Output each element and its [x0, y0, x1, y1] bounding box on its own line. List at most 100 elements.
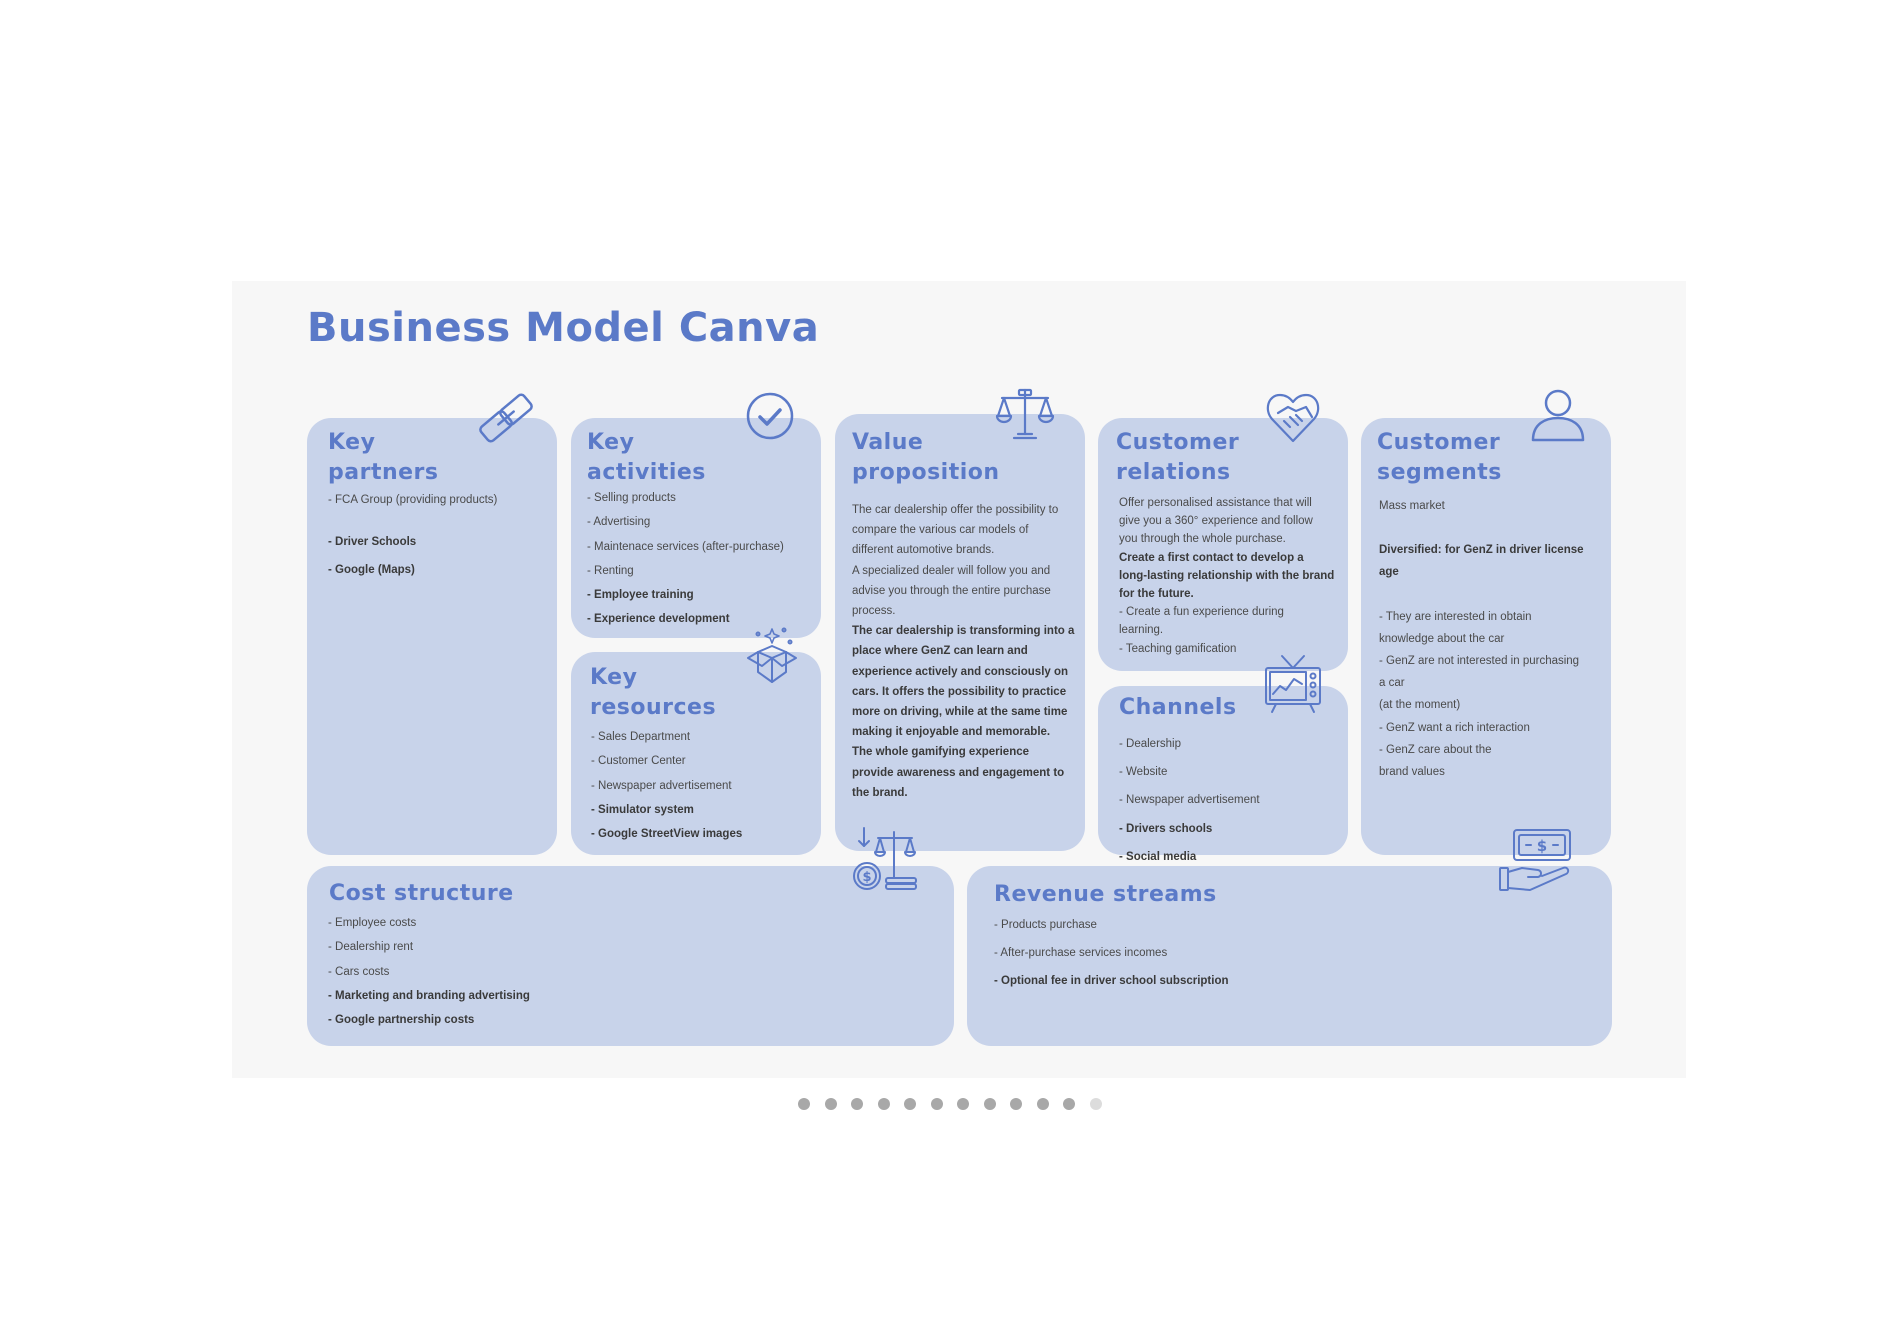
value-proposition-heading: Value proposition [852, 428, 1000, 488]
text-line: The car dealership offer the possibility… [852, 504, 1059, 516]
customer-segments-card: Customer segments Mass market Diversifie… [1361, 418, 1611, 855]
list-item: - Employee training [587, 589, 694, 602]
list-item: - Social media [1119, 850, 1197, 863]
key-resources-card: Key resources - Sales Department - Custo… [571, 652, 821, 855]
text-line: making it enjoyable and memorable. [852, 726, 1051, 739]
handshake-heart-icon [1264, 389, 1322, 445]
key-partners-card: Key partners - FCA Group (providing prod… [307, 418, 557, 855]
key-resources-list: - Sales Department - Customer Center - N… [591, 731, 742, 840]
text-line: a car [1379, 677, 1405, 690]
pagination-dots [0, 1098, 1900, 1112]
value-proposition-card: Value proposition The car dealership off… [835, 414, 1085, 851]
list-item: - Products purchase [994, 919, 1097, 931]
text-line: knowledge about the car [1379, 632, 1505, 645]
customer-relations-text: Offer personalised assistance that will … [1119, 494, 1334, 658]
heading-line: segments [1377, 460, 1502, 485]
text-line: - GenZ care about the [1379, 743, 1492, 756]
list-item: - Driver Schools [328, 536, 417, 548]
list-item: - Google StreetView images [591, 828, 743, 841]
customer-relations-card: Customer relations Offer personalised as… [1098, 418, 1348, 671]
revenue-streams-card: Revenue streams - Products purchase - Af… [967, 866, 1612, 1046]
chain-link-icon [474, 390, 538, 446]
list-item: - Optional fee in driver school subscrip… [994, 975, 1229, 988]
svg-text:$: $ [862, 870, 871, 885]
list-item: - Renting [587, 564, 634, 577]
pagination-dot[interactable] [1036, 1098, 1049, 1110]
text-line: process. [852, 605, 896, 618]
list-item: - Google partnership costs [328, 1014, 475, 1027]
list-item: - Selling products [587, 492, 676, 504]
list-item: - Maintenace services (after-purchase) [587, 540, 784, 553]
customer-relations-heading: Customer relations [1116, 428, 1239, 488]
key-resources-heading: Key resources [590, 663, 716, 723]
user-icon [1529, 386, 1587, 444]
heading-line: Customer [1116, 430, 1240, 455]
heading-line: Value [852, 430, 924, 455]
text-line: more on driving, while at the same time [852, 706, 1068, 719]
heading-line: relations [1116, 460, 1231, 485]
text-line: Mass market [1379, 500, 1445, 512]
text-line: compare the various car models of [852, 524, 1029, 537]
pagination-dot[interactable] [877, 1098, 890, 1110]
text-line: long-lasting relationship with the brand [1119, 569, 1335, 582]
text-line: give you a 360° experience and follow [1119, 515, 1313, 528]
pagination-dot[interactable] [798, 1098, 811, 1110]
cost-structure-card: Cost structure - Employee costs - Dealer… [307, 866, 954, 1046]
list-item: - Sales Department [591, 731, 691, 743]
list-item: - Cars costs [328, 965, 390, 978]
key-activities-card: Key activities - Selling products - Adve… [571, 418, 821, 638]
money-hand-icon: $ [1498, 826, 1574, 894]
pagination-dot[interactable] [1089, 1098, 1102, 1110]
customer-segments-heading: Customer segments [1377, 428, 1502, 488]
key-activities-heading: Key activities [587, 428, 706, 488]
text-line: Create a first contact to develop a [1119, 551, 1304, 564]
customer-segments-text: Mass market Diversified: for GenZ in dri… [1379, 495, 1584, 783]
text-line: brand values [1379, 766, 1445, 779]
list-item: - Advertising [587, 516, 651, 529]
check-circle-icon [744, 390, 796, 442]
list-item: - Experience development [587, 613, 730, 626]
text-line: Diversified: for GenZ in driver license [1379, 544, 1584, 557]
text-line: The whole gamifying experience [852, 746, 1030, 759]
channels-list: - Dealership - Website - Newspaper adver… [1119, 738, 1260, 863]
text-line: - Create a fun experience during [1119, 606, 1284, 619]
list-item: - Newspaper advertisement [591, 779, 732, 792]
svg-text:$: $ [1537, 837, 1547, 855]
cost-structure-list: - Employee costs - Dealership rent - Car… [328, 917, 530, 1026]
heading-line: activities [587, 460, 706, 485]
pagination-dot[interactable] [930, 1098, 943, 1110]
coin-scale-icon: $ [850, 826, 920, 894]
heading-line: Key [587, 430, 635, 455]
open-box-icon [740, 624, 804, 686]
heading-line: Key [590, 665, 638, 690]
text-line: - GenZ are not interested in purchasing [1379, 655, 1580, 668]
pagination-dot[interactable] [1063, 1098, 1076, 1110]
heading-line: resources [590, 695, 717, 720]
list-item: - Website [1119, 766, 1168, 779]
channels-heading: Channels [1119, 695, 1237, 720]
channels-card: Channels - Dealership - Website - Newspa… [1098, 686, 1348, 863]
list-item: - Customer Center [591, 755, 686, 768]
text-line: place where GenZ can learn and [852, 645, 1028, 658]
pagination-dot[interactable] [983, 1098, 996, 1110]
text-line: A specialized dealer will follow you and [852, 564, 1051, 577]
key-partners-heading: Key partners [328, 428, 439, 488]
text-line: the brand. [852, 786, 908, 799]
heading-line: Customer [1377, 430, 1501, 455]
revenue-streams-list: - Products purchase - After-purchase ser… [994, 919, 1229, 987]
text-line: - They are interested in obtain [1379, 610, 1532, 623]
text-line: Offer personalised assistance that will [1119, 497, 1312, 509]
text-line: - GenZ want a rich interaction [1379, 721, 1530, 734]
pagination-dot[interactable] [957, 1098, 970, 1110]
text-line: learning. [1119, 624, 1164, 637]
list-item: - Google (Maps) [328, 564, 415, 576]
key-activities-list: - Selling products - Advertising - Maint… [587, 492, 784, 625]
pagination-dot[interactable] [904, 1098, 917, 1110]
list-item: - Newspaper advertisement [1119, 794, 1260, 807]
pagination-dot[interactable] [851, 1098, 864, 1110]
pagination-dot[interactable] [824, 1098, 837, 1110]
list-item: - Drivers schools [1119, 822, 1213, 835]
text-line: advise you through the entire purchase [852, 584, 1051, 597]
pagination-dot[interactable] [1010, 1098, 1023, 1110]
text-line: cars. It offers the possibility to pract… [852, 685, 1067, 698]
